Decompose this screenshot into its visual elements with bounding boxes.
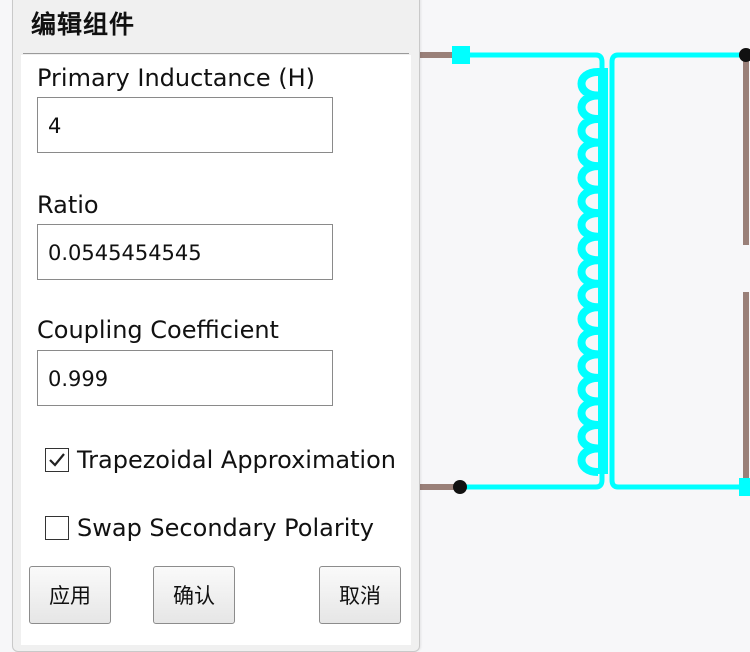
terminal-bottom-right[interactable] xyxy=(739,478,750,496)
ratio-input[interactable]: 0.0545454545 xyxy=(37,224,333,280)
checkmark-icon xyxy=(49,453,65,467)
trapezoidal-checkbox[interactable] xyxy=(45,448,69,472)
cancel-button[interactable]: 取消 xyxy=(319,566,401,624)
trapezoidal-approximation-option[interactable]: Trapezoidal Approximation xyxy=(45,446,396,474)
terminal-top-right[interactable] xyxy=(739,48,750,62)
title-separator xyxy=(23,53,409,54)
coupling-coefficient-label: Coupling Coefficient xyxy=(37,316,279,344)
coupling-coefficient-input[interactable]: 0.999 xyxy=(37,350,333,406)
swap-secondary-polarity-option[interactable]: Swap Secondary Polarity xyxy=(45,514,374,542)
swap-polarity-checkbox[interactable] xyxy=(45,516,69,540)
dialog-title: 编辑组件 xyxy=(31,10,136,39)
terminal-top-left[interactable] xyxy=(452,46,470,64)
transformer-core xyxy=(598,68,608,474)
apply-button[interactable]: 应用 xyxy=(29,566,111,624)
terminal-bottom-left[interactable] xyxy=(453,480,467,494)
primary-inductance-input[interactable]: 4 xyxy=(37,97,333,153)
ratio-label: Ratio xyxy=(37,191,99,219)
primary-inductance-label: Primary Inductance (H) xyxy=(37,64,315,92)
swap-polarity-label: Swap Secondary Polarity xyxy=(77,514,374,542)
edit-component-dialog: 编辑组件 Primary Inductance (H) 4 Ratio 0.05… xyxy=(12,0,420,652)
ok-button[interactable]: 确认 xyxy=(153,566,235,624)
transformer-component[interactable] xyxy=(460,52,746,490)
properties-panel: Primary Inductance (H) 4 Ratio 0.0545454… xyxy=(21,55,411,645)
trapezoidal-label: Trapezoidal Approximation xyxy=(77,446,396,474)
